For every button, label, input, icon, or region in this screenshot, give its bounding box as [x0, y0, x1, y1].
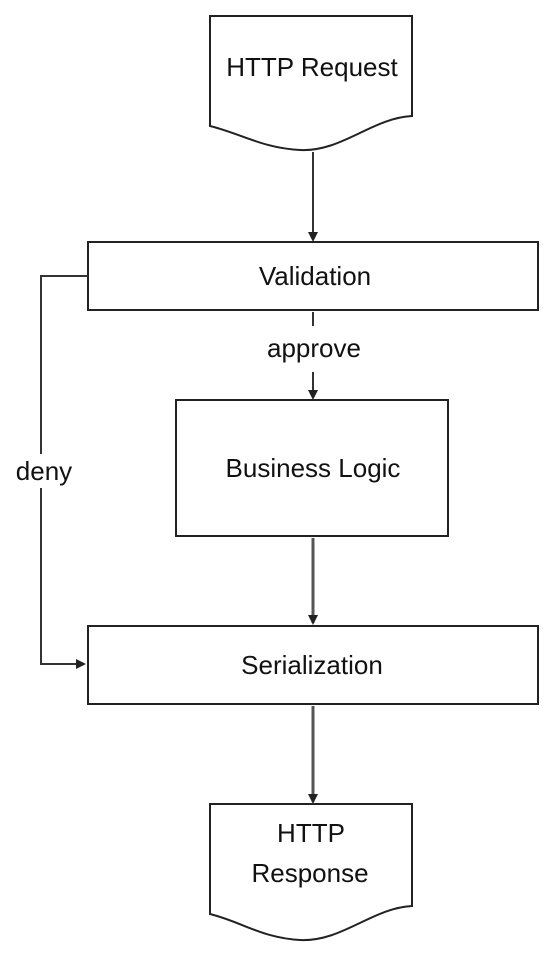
document-shape-http-response: [209, 803, 413, 942]
node-validation: Validation: [87, 241, 539, 311]
validation-box: [87, 241, 539, 311]
deny-label-background: [6, 454, 80, 488]
serialization-label: Serialization: [241, 650, 383, 680]
node-serialization: Serialization: [87, 625, 539, 705]
document-shape-http-request: [209, 15, 413, 152]
node-business-logic: Business Logic: [175, 399, 449, 537]
http-response-label-line2: Response: [251, 858, 368, 888]
serialization-box: [87, 625, 539, 705]
business-logic-box: [175, 399, 449, 537]
http-request-label: HTTP Request: [226, 52, 398, 82]
business-logic-label: Business Logic: [226, 453, 401, 483]
validation-label: Validation: [259, 261, 371, 291]
node-http-request: HTTP Request: [209, 15, 413, 152]
node-http-response: HTTP Response: [209, 803, 413, 942]
http-response-label-line1: HTTP: [277, 818, 345, 848]
approve-label: approve: [267, 333, 361, 363]
deny-label: deny: [16, 456, 72, 486]
